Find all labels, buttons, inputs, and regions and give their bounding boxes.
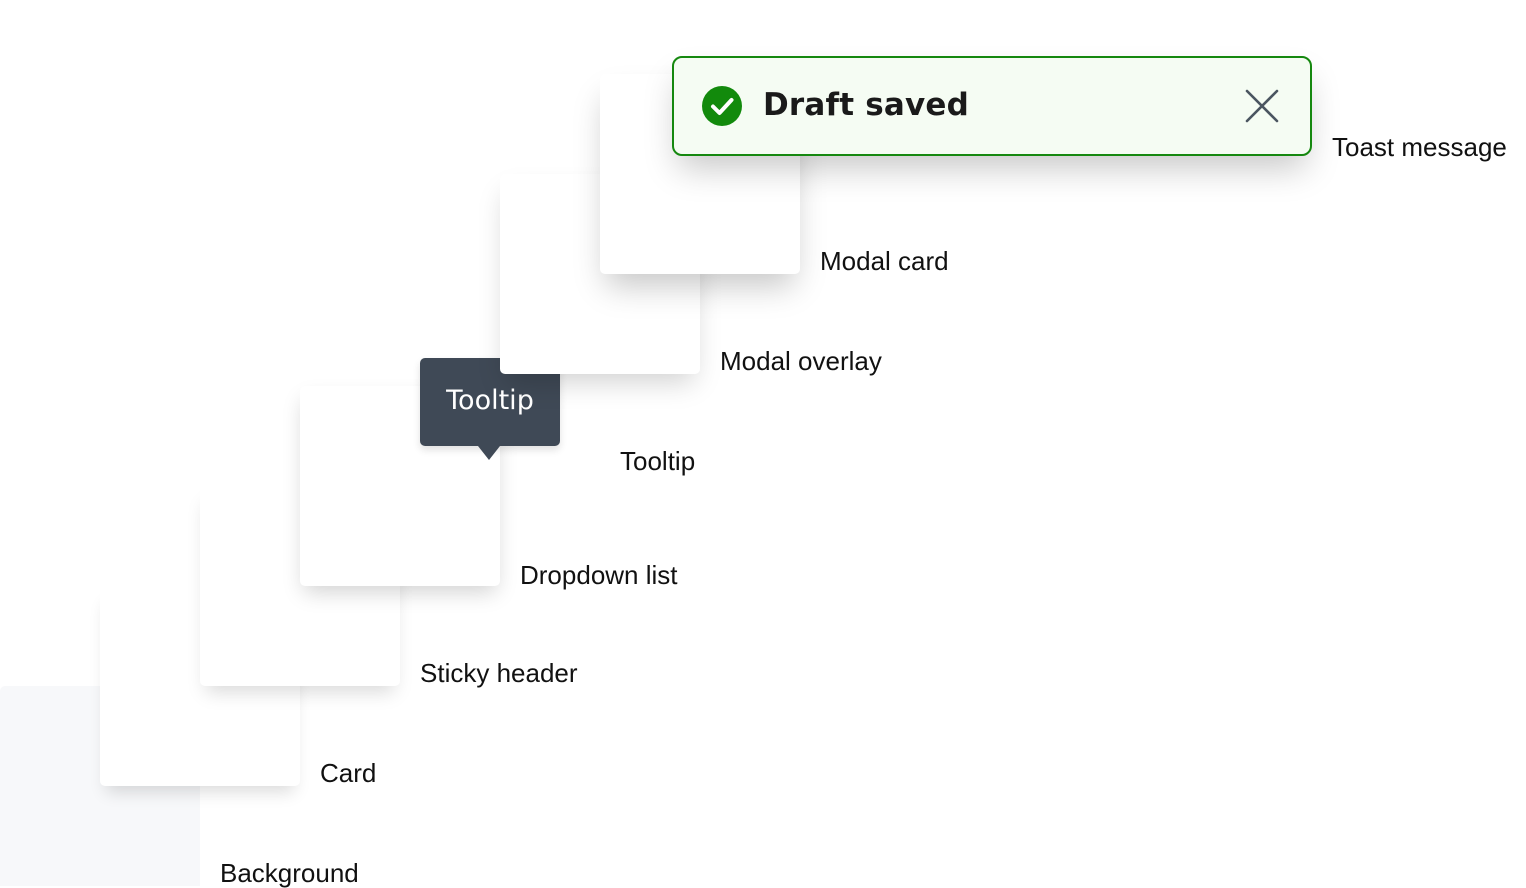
label-tooltip: Tooltip bbox=[620, 446, 696, 476]
tooltip-layer: Tooltip bbox=[420, 358, 560, 446]
label-card: Card bbox=[320, 758, 377, 788]
label-sticky-header: Sticky header bbox=[420, 658, 578, 688]
tooltip-arrow bbox=[478, 446, 500, 460]
label-modal-card: Modal card bbox=[820, 246, 949, 276]
close-icon[interactable] bbox=[1242, 86, 1282, 126]
check-circle-icon bbox=[702, 86, 742, 126]
label-modal-overlay: Modal overlay bbox=[720, 346, 882, 376]
toast-message: Draft saved bbox=[672, 56, 1312, 156]
tooltip-text: Tooltip bbox=[446, 385, 534, 416]
label-toast-message: Toast message bbox=[1332, 132, 1507, 162]
label-dropdown-list: Dropdown list bbox=[520, 560, 678, 590]
toast-text: Draft saved bbox=[763, 87, 970, 123]
label-background: Background bbox=[220, 858, 359, 888]
